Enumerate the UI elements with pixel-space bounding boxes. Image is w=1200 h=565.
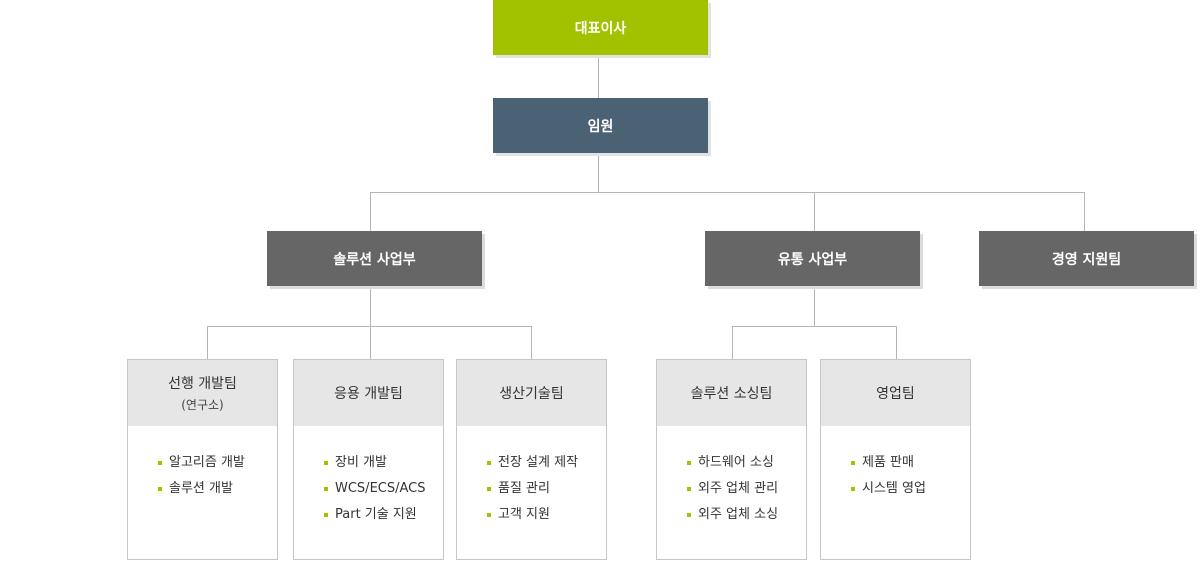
list-item: 솔루션 개발 bbox=[158, 476, 277, 502]
list-item: 외주 업체 관리 bbox=[687, 476, 806, 502]
bullet-icon bbox=[324, 487, 328, 491]
list-item: 시스템 영업 bbox=[851, 476, 970, 502]
team-header: 응용 개발팀 bbox=[294, 360, 443, 426]
ceo-box: 대표이사 bbox=[493, 0, 708, 55]
connector-div2-up bbox=[814, 192, 815, 231]
division-label: 솔루션 사업부 bbox=[333, 251, 416, 268]
bullet-icon bbox=[687, 487, 691, 491]
list-item-text: 솔루션 개발 bbox=[169, 481, 233, 496]
bullet-icon bbox=[851, 487, 855, 491]
executives-box: 임원 bbox=[493, 98, 708, 153]
division-label: 유통 사업부 bbox=[777, 251, 848, 268]
list-item: 장비 개발 bbox=[324, 450, 443, 476]
team-task-list: 제품 판매 시스템 영업 bbox=[821, 426, 970, 502]
list-item-text: 전장 설계 제작 bbox=[498, 455, 579, 470]
bullet-icon bbox=[487, 513, 491, 517]
list-item-text: WCS/ECS/ACS bbox=[335, 481, 426, 496]
bullet-icon bbox=[158, 487, 162, 491]
team-name: 응용 개발팀 bbox=[334, 386, 403, 402]
team-advanced-dev: 선행 개발팀 (연구소) 알고리즘 개발 솔루션 개발 bbox=[127, 359, 278, 560]
connector-team3-up bbox=[531, 326, 532, 359]
team-name: 선행 개발팀 bbox=[168, 376, 237, 392]
team-task-list: 하드웨어 소싱 외주 업체 관리 외주 업체 소싱 bbox=[657, 426, 806, 528]
team-header: 영업팀 bbox=[821, 360, 970, 426]
ceo-label: 대표이사 bbox=[574, 20, 627, 37]
team-name: 영업팀 bbox=[876, 386, 915, 402]
team-header: 선행 개발팀 (연구소) bbox=[128, 360, 277, 426]
list-item-text: 품질 관리 bbox=[498, 481, 550, 496]
bullet-icon bbox=[158, 461, 162, 465]
connector-team5-up bbox=[896, 326, 897, 359]
connector-div1-up bbox=[370, 192, 371, 231]
connector-div2-down bbox=[814, 286, 815, 326]
list-item: 제품 판매 bbox=[851, 450, 970, 476]
team-header: 생산기술팀 bbox=[457, 360, 606, 426]
connector-div2-team-bus bbox=[732, 326, 897, 327]
list-item: 품질 관리 bbox=[487, 476, 606, 502]
bullet-icon bbox=[687, 461, 691, 465]
connector-div1-down bbox=[370, 286, 371, 326]
list-item: 고객 지원 bbox=[487, 502, 606, 528]
team-task-list: 전장 설계 제작 품질 관리 고객 지원 bbox=[457, 426, 606, 528]
list-item-text: 알고리즘 개발 bbox=[169, 455, 245, 470]
list-item-text: 하드웨어 소싱 bbox=[698, 455, 774, 470]
list-item: 하드웨어 소싱 bbox=[687, 450, 806, 476]
connector-div3-up bbox=[1084, 192, 1085, 231]
list-item-text: 시스템 영업 bbox=[862, 481, 926, 496]
team-name: 솔루션 소싱팀 bbox=[690, 386, 773, 402]
team-applied-dev: 응용 개발팀 장비 개발 WCS/ECS/ACS Part 기술 지원 bbox=[293, 359, 444, 560]
list-item: 외주 업체 소싱 bbox=[687, 502, 806, 528]
bullet-icon bbox=[324, 513, 328, 517]
bullet-icon bbox=[687, 513, 691, 517]
team-name: 생산기술팀 bbox=[499, 386, 564, 402]
connector-division-bus bbox=[370, 192, 1085, 193]
executives-label: 임원 bbox=[587, 118, 614, 135]
list-item-text: 외주 업체 소싱 bbox=[698, 507, 779, 522]
division-distribution-box: 유통 사업부 bbox=[705, 231, 920, 286]
team-task-list: 알고리즘 개발 솔루션 개발 bbox=[128, 426, 277, 502]
connector-team4-up bbox=[732, 326, 733, 359]
division-management-support-box: 경영 지원팀 bbox=[979, 231, 1194, 286]
connector-div1-team-bus bbox=[207, 326, 532, 327]
bullet-icon bbox=[487, 461, 491, 465]
list-item-text: 고객 지원 bbox=[498, 507, 550, 522]
team-header: 솔루션 소싱팀 bbox=[657, 360, 806, 426]
team-task-list: 장비 개발 WCS/ECS/ACS Part 기술 지원 bbox=[294, 426, 443, 528]
list-item: WCS/ECS/ACS bbox=[324, 476, 443, 502]
list-item-text: 장비 개발 bbox=[335, 455, 387, 470]
division-label: 경영 지원팀 bbox=[1051, 251, 1122, 268]
list-item: 알고리즘 개발 bbox=[158, 450, 277, 476]
list-item-text: 외주 업체 관리 bbox=[698, 481, 779, 496]
connector-team1-up bbox=[207, 326, 208, 359]
list-item-text: Part 기술 지원 bbox=[335, 507, 417, 522]
team-solution-sourcing: 솔루션 소싱팀 하드웨어 소싱 외주 업체 관리 외주 업체 소싱 bbox=[656, 359, 807, 560]
team-subtitle: (연구소) bbox=[181, 398, 224, 412]
list-item-text: 제품 판매 bbox=[862, 455, 914, 470]
connector-team2-up bbox=[370, 326, 371, 359]
list-item: Part 기술 지원 bbox=[324, 502, 443, 528]
bullet-icon bbox=[324, 461, 328, 465]
division-solution-box: 솔루션 사업부 bbox=[267, 231, 482, 286]
team-production-tech: 생산기술팀 전장 설계 제작 품질 관리 고객 지원 bbox=[456, 359, 607, 560]
team-sales: 영업팀 제품 판매 시스템 영업 bbox=[820, 359, 971, 560]
connector-ceo-exec bbox=[598, 55, 599, 98]
connector-exec-down bbox=[598, 153, 599, 192]
list-item: 전장 설계 제작 bbox=[487, 450, 606, 476]
bullet-icon bbox=[487, 487, 491, 491]
bullet-icon bbox=[851, 461, 855, 465]
